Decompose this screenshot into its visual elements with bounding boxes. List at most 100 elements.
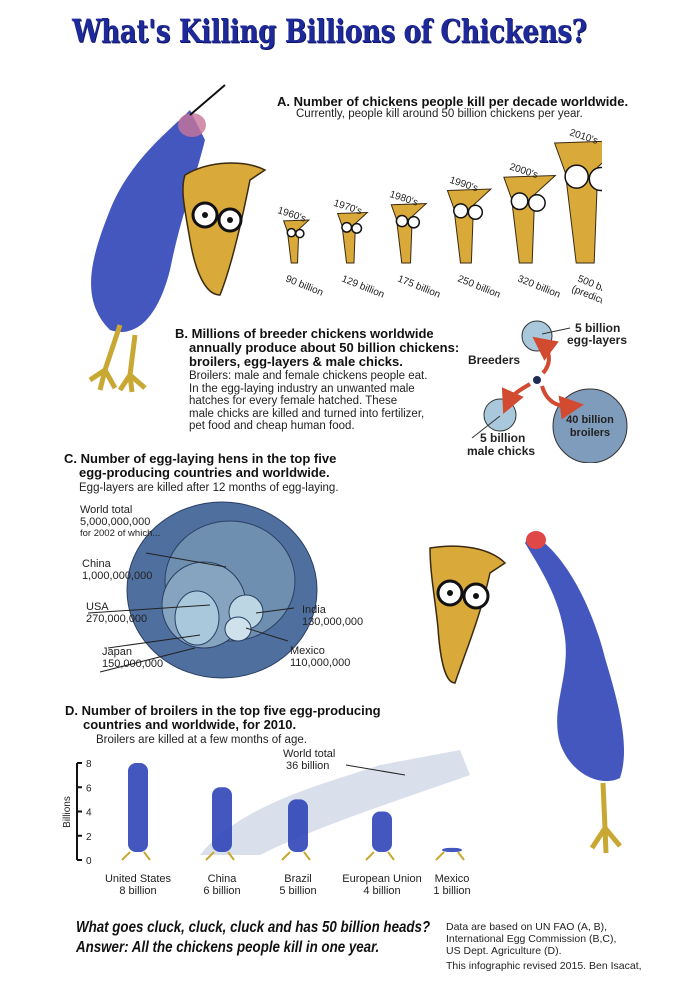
y-tick-label: 6 [86, 783, 92, 794]
section-a-subtitle: Currently, people kill around 50 billion… [296, 108, 583, 120]
egg-layers-label: 5 billion [575, 321, 620, 335]
chicken-head-shape [503, 174, 557, 264]
eye-right [295, 228, 305, 239]
chicken-illustration-right [429, 531, 625, 854]
breeders-diagram: Breeders 5 billion egg-layers 5 billion … [467, 320, 628, 463]
chicken-head-mark [446, 188, 493, 264]
egg-layers-circle [521, 320, 553, 352]
section-b-title-line: broilers, egg-layers & male chicks. [189, 354, 403, 369]
value-label: 320 billion [516, 274, 562, 301]
section-c-subtitle: Egg-layers are killed after 12 months of… [79, 482, 339, 494]
chicken-legs [435, 851, 465, 861]
usa-label: USA [86, 601, 109, 613]
world-value: 5,000,000,000 [80, 516, 150, 528]
chicken-legs [205, 851, 235, 861]
credit-line: This infographic revised 2015. Ben Isaca… [446, 960, 642, 972]
country-label: European Union [342, 873, 422, 885]
chicken-head-yellow [429, 545, 507, 684]
broiler-bar [288, 799, 308, 852]
eye-right [351, 222, 363, 234]
chicken-head-shape [282, 219, 311, 264]
country-value: 4 billion [363, 885, 400, 897]
country-label: Brazil [284, 873, 312, 885]
world-total-swath [200, 750, 470, 855]
country-value: 6 billion [203, 885, 240, 897]
breeders-label: Breeders [468, 353, 520, 367]
chicken-head-shape [553, 140, 602, 264]
chicken-body [525, 533, 625, 782]
section-b-text: B. Millions of breeder chickens worldwid… [175, 327, 459, 433]
japan-value: 150,000,000 [102, 658, 163, 670]
section-d-subtitle: Broilers are killed at a few months of a… [96, 734, 307, 746]
usa-value: 270,000,000 [86, 613, 147, 625]
footer-answer: Answer: All the chickens people kill in … [76, 939, 380, 956]
mexico-value: 110,000,000 [290, 657, 350, 669]
chicken-legs [281, 851, 311, 861]
source-line: Data are based on UN FAO (A, B), [446, 921, 608, 933]
section-d-header: D. Number of broilers in the top five eg… [65, 704, 381, 747]
china-value: 1,000,000,000 [82, 570, 152, 582]
broilers-circle [552, 388, 628, 463]
chicken-head-mark [503, 174, 557, 264]
section-d-title-line: D. Number of broilers in the top five eg… [65, 703, 381, 718]
footer-sources: Data are based on UN FAO (A, B), Interna… [446, 921, 642, 972]
world-total-value: 36 billion [286, 760, 329, 772]
world-total-label: World total [283, 748, 335, 760]
chicken-head-mark [336, 211, 369, 264]
section-b-title-line: annually produce about 50 billion chicke… [189, 340, 460, 355]
arrow-to-broilers [540, 385, 584, 420]
world-note: for 2002 of which... [80, 528, 160, 539]
section-b-body-line: hatches for every female hatched. These [189, 395, 398, 407]
chicken-comb [526, 531, 546, 549]
value-label: 90 billion [284, 274, 325, 299]
y-tick-label: 0 [86, 856, 92, 867]
mexico-label: Mexico [290, 645, 325, 657]
value-label: 175 billion [396, 274, 442, 301]
y-axis-label: Billions [62, 796, 73, 828]
section-c-header: C. Number of egg-laying hens in the top … [64, 452, 339, 495]
eye-right [407, 215, 421, 229]
eye-left [453, 203, 469, 219]
section-c-title-line: egg-producing countries and worldwide. [79, 465, 330, 480]
chicken-leg [589, 782, 622, 854]
india-label: India [302, 604, 327, 616]
value-label: 250 billion [456, 274, 502, 301]
world-label: World total [80, 504, 132, 516]
section-d-title-line: countries and worldwide, for 2010. [83, 717, 297, 732]
arrow-to-male-chicks [501, 382, 532, 414]
footer-riddle: What goes cluck, cluck, cluck and has 50… [76, 918, 430, 958]
country-label: China [208, 873, 238, 885]
chicken-leg-right [117, 334, 147, 393]
section-b-body-line: In the egg-laying industry an unwanted m… [189, 382, 415, 395]
eye-right [588, 166, 602, 192]
broilers-label: broilers [570, 427, 610, 439]
y-tick-label: 2 [86, 832, 92, 843]
country-value: 1 billion [433, 885, 470, 897]
footer-question: What goes cluck, cluck, cluck and has 50… [76, 919, 431, 936]
country-label: United States [105, 873, 172, 885]
eye-left [564, 164, 589, 189]
breeders-dot [533, 376, 541, 384]
broiler-bar [372, 811, 392, 852]
chicken-head-shape [390, 203, 428, 264]
world-total-leader [345, 764, 406, 776]
eye-left [341, 221, 353, 233]
chicken-head-shape [336, 211, 369, 264]
japan-label: Japan [102, 646, 132, 658]
y-tick-label: 4 [86, 808, 92, 819]
india-value: 130,000,000 [302, 616, 363, 628]
source-line: International Egg Commission (B,C), [446, 933, 617, 945]
section-b-title-line: B. Millions of breeder chickens worldwid… [175, 326, 434, 341]
eye-left [395, 214, 409, 228]
chicken-illustration-top-left [88, 84, 267, 393]
country-label: Mexico [435, 873, 470, 885]
male-chicks-label: 5 billion [480, 431, 525, 445]
chicken-head-yellow [182, 162, 267, 296]
broilers-label: 40 billion [566, 414, 614, 426]
chicken-leg-left [88, 324, 123, 391]
chicken-legs [365, 851, 395, 861]
chicken-head-mark [282, 219, 311, 264]
chicken-head-shape [446, 188, 493, 264]
